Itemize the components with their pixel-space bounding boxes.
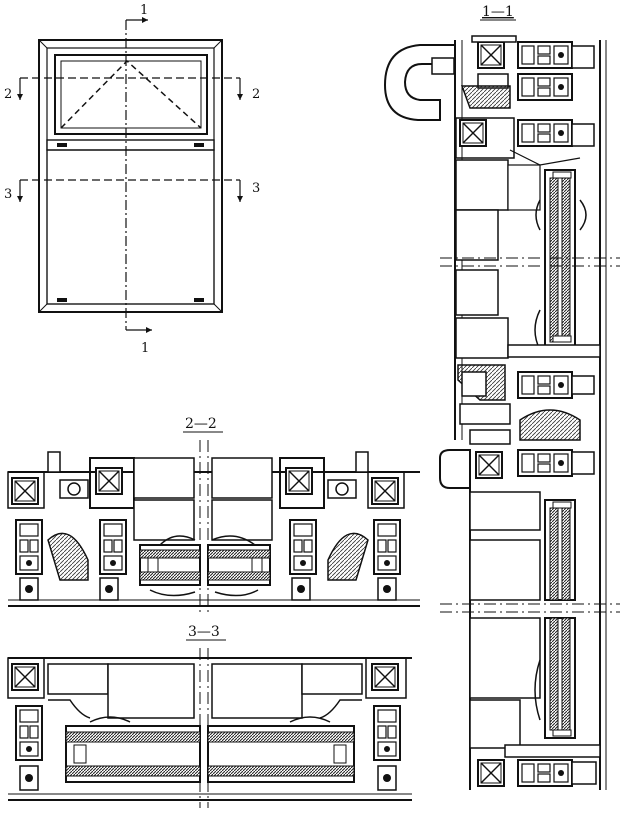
cut-1-top-label: 1 xyxy=(140,3,148,18)
cut-3-right-label: 3 xyxy=(252,181,260,196)
section-2-title: 2—2 xyxy=(185,416,217,432)
cut-2-right-label: 2 xyxy=(252,87,260,102)
section-1-title: 1—1 xyxy=(482,4,514,20)
cut-3-left-label: 3 xyxy=(4,187,12,202)
section-1-1: 1—1 xyxy=(383,4,620,790)
section-3-3: 3—3 xyxy=(7,624,412,808)
window-elevation: 1 1 2 2 3 3 xyxy=(4,3,260,356)
cut-1-bottom-label: 1 xyxy=(141,341,149,356)
section-2-2: 2—2 xyxy=(7,416,420,612)
section-3-title: 3—3 xyxy=(188,624,220,640)
cut-2-left-label: 2 xyxy=(4,87,12,102)
